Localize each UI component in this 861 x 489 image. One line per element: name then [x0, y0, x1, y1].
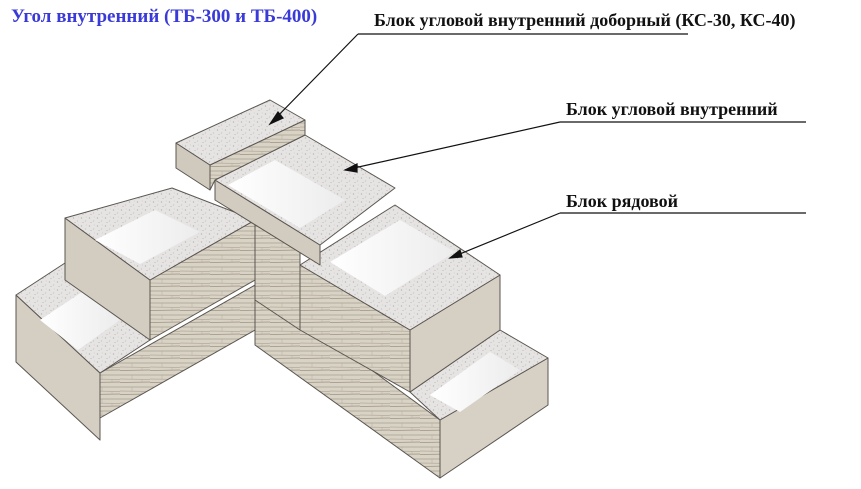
- label-corner-extra-block: Блок угловой внутренний доборный (КС-30,…: [374, 10, 796, 30]
- diagram-title: Угол внутренний (ТБ-300 и ТБ-400): [11, 6, 318, 27]
- label-corner-block: Блок угловой внутренний: [566, 99, 778, 119]
- label-row-block: Блок рядовой: [566, 191, 679, 211]
- extra-block-top: [175, 99, 306, 166]
